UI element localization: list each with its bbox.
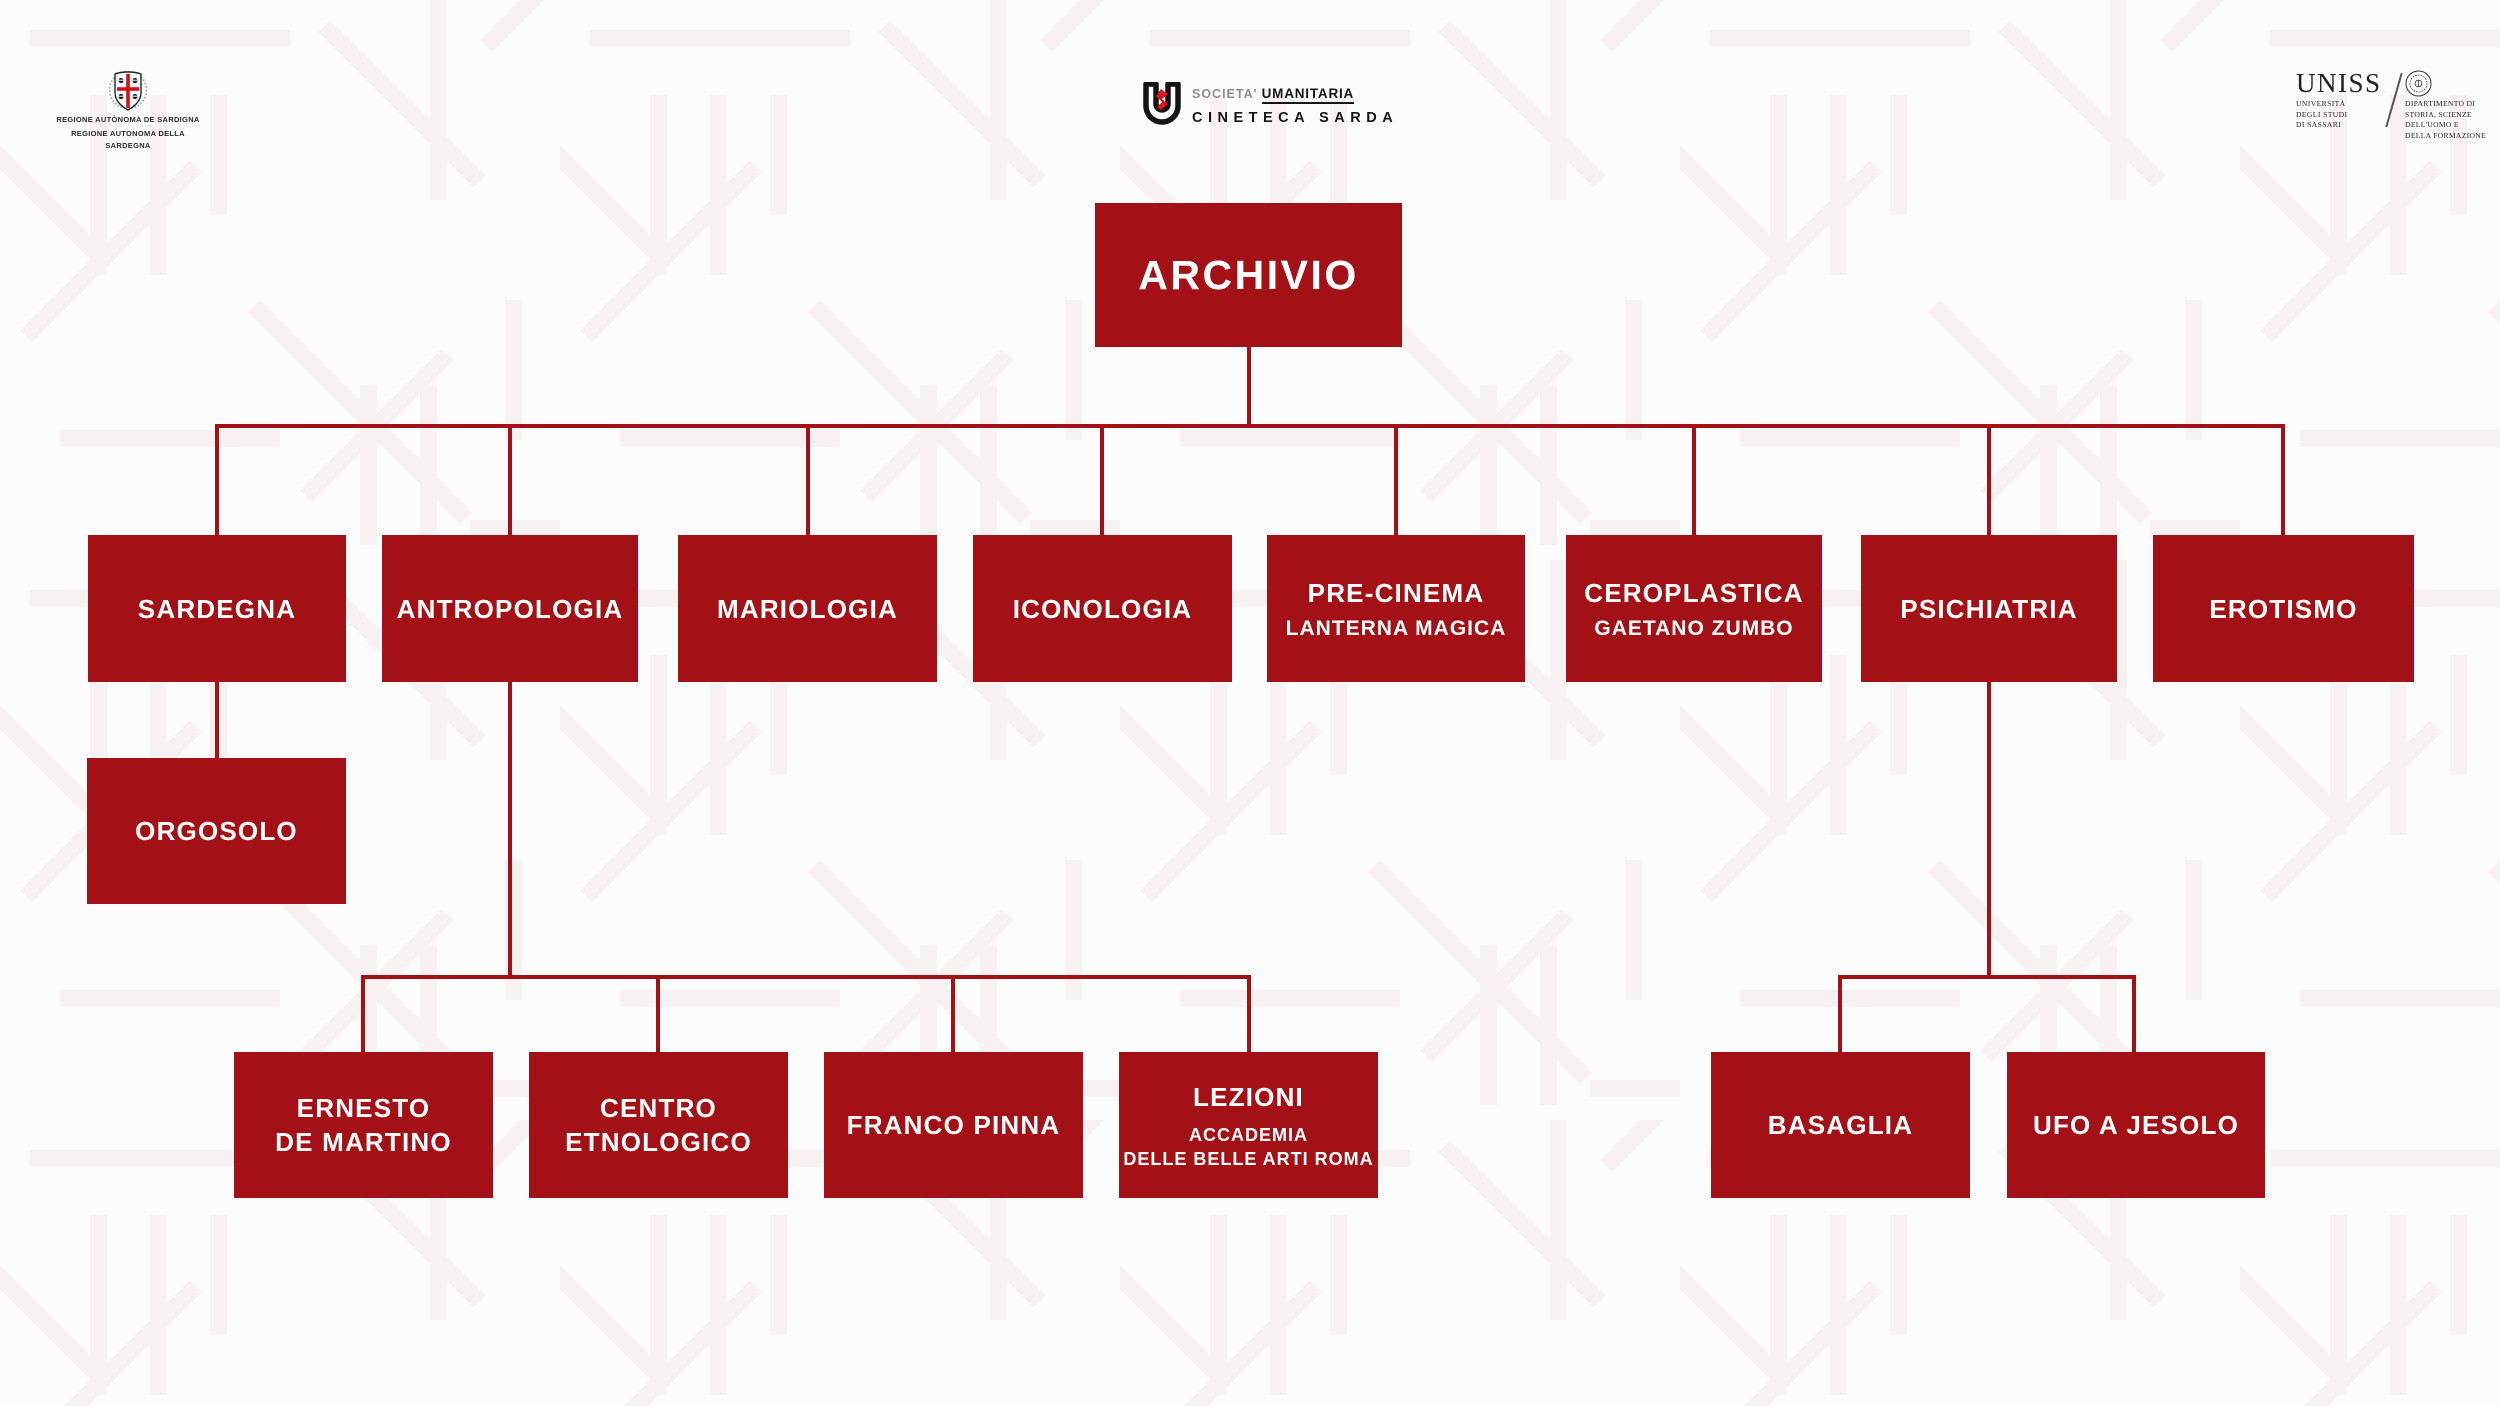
societa-label: SOCIETA': [1192, 87, 1258, 101]
connector-drop-basaglia: [1838, 975, 1842, 1054]
node-mariologia: MARIOLOGIA: [678, 535, 937, 682]
logo-divider: [2384, 72, 2402, 128]
node-archivio: ARCHIVIO: [1095, 203, 1402, 347]
uniss-wordmark: UNISS: [2296, 68, 2382, 98]
node-label: ANTROPOLOGIA: [396, 593, 624, 624]
node-psichiatria: PSICHIATRIA: [1861, 535, 2117, 682]
umanitaria-u-icon: [1143, 82, 1181, 125]
connector-drop-antropologia: [508, 424, 512, 537]
node-sublabel: LANTERNA MAGICA: [1285, 617, 1507, 640]
regione-sardegna-line2: REGIONE AUTONOMA DELLA SARDEGNA: [71, 129, 185, 150]
node-label: PRE-CINEMA: [1307, 578, 1485, 608]
connector-drop-erotismo: [2281, 424, 2285, 537]
cineteca-sarda-logo: SOCIETA' UMANITARIA CINETECA SARDA: [1142, 82, 1398, 128]
node-label: FRANCO PINNA: [846, 1110, 1061, 1140]
node-label: ICONOLOGIA: [1012, 593, 1193, 624]
node-ufo-a-jesolo: UFO A JESOLO: [2007, 1052, 2265, 1198]
cineteca-sarda-label: CINETECA SARDA: [1192, 110, 1399, 126]
connector-main-horizontal: [215, 424, 2285, 428]
node-label: ARCHIVIO: [1138, 252, 1359, 298]
regione-sardegna-logo: REGIONE AUTÒNOMA DE SARDIGNA REGIONE AUT…: [48, 70, 208, 152]
node-label: MARIOLOGIA: [717, 593, 898, 624]
node-label: CENTRO ETNOLOGICO: [565, 1093, 752, 1157]
regione-sardegna-line1: REGIONE AUTÒNOMA DE SARDIGNA: [56, 115, 200, 124]
connector-antropologia-horizontal: [361, 975, 1251, 979]
connector-drop-ernesto: [361, 975, 365, 1054]
node-label: ERNESTO DE MARTINO: [275, 1093, 452, 1157]
node-franco-pinna: FRANCO PINNA: [824, 1052, 1083, 1198]
node-erotismo: EROTISMO: [2153, 535, 2414, 682]
uniss-department-lines: DIPARTIMENTO DI STORIA, SCIENZE DELL'UOM…: [2405, 99, 2486, 140]
connector-antropologia-stem: [508, 680, 512, 977]
node-label: ORGOSOLO: [135, 816, 298, 846]
node-antropologia: ANTROPOLOGIA: [382, 535, 638, 682]
node-lezioni: LEZIONI ACCADEMIA DELLE BELLE ARTI ROMA: [1119, 1052, 1378, 1198]
node-label: EROTISMO: [2209, 593, 2358, 624]
connector-drop-ceroplastica: [1692, 424, 1696, 537]
connector-drop-sardegna: [215, 424, 219, 537]
connector-drop-centro: [656, 975, 660, 1054]
umanitaria-label: UMANITARIA: [1261, 86, 1355, 104]
connector-drop-psichiatria: [1987, 424, 1991, 537]
connector-root-trunk: [1247, 345, 1251, 426]
node-ceroplastica: CEROPLASTICA GAETANO ZUMBO: [1566, 535, 1822, 682]
node-label: LEZIONI: [1193, 1081, 1304, 1112]
node-sublabel: GAETANO ZUMBO: [1594, 617, 1794, 640]
connector-sardegna-orgosolo: [215, 680, 219, 760]
sardegna-coat-of-arms-icon: [109, 70, 147, 111]
connector-psichiatria-stem: [1987, 680, 1991, 977]
connector-drop-mariologia: [806, 424, 810, 537]
connector-drop-lezioni: [1247, 975, 1251, 1054]
connector-drop-precinema: [1394, 424, 1398, 537]
node-sardegna: SARDEGNA: [88, 535, 346, 682]
node-label: CEROPLASTICA: [1584, 578, 1804, 608]
node-label: PSICHIATRIA: [1900, 593, 2078, 624]
connector-drop-iconologia: [1100, 424, 1104, 537]
connector-psichiatria-horizontal: [1838, 975, 2136, 979]
node-sublabel: ACCADEMIA DELLE BELLE ARTI ROMA: [1123, 1124, 1374, 1169]
node-iconologia: ICONOLOGIA: [973, 535, 1232, 682]
uniss-seal-icon: [2405, 70, 2432, 97]
connector-drop-franco: [951, 975, 955, 1054]
node-centro-etnologico: CENTRO ETNOLOGICO: [529, 1052, 788, 1198]
uniss-department-logo: UNISS UNIVERSITÀ DEGLI STUDI DI SASSARI …: [2296, 70, 2486, 141]
node-label: UFO A JESOLO: [2032, 1110, 2240, 1140]
node-orgosolo: ORGOSOLO: [87, 758, 346, 904]
node-basaglia: BASAGLIA: [1711, 1052, 1970, 1198]
node-label: SARDEGNA: [137, 593, 297, 624]
node-label: BASAGLIA: [1767, 1110, 1914, 1140]
node-ernesto-de-martino: ERNESTO DE MARTINO: [234, 1052, 493, 1198]
node-precinema: PRE-CINEMA LANTERNA MAGICA: [1267, 535, 1525, 682]
connector-drop-ufo: [2132, 975, 2136, 1054]
uniss-university-lines: UNIVERSITÀ DEGLI STUDI DI SASSARI: [2296, 99, 2348, 129]
